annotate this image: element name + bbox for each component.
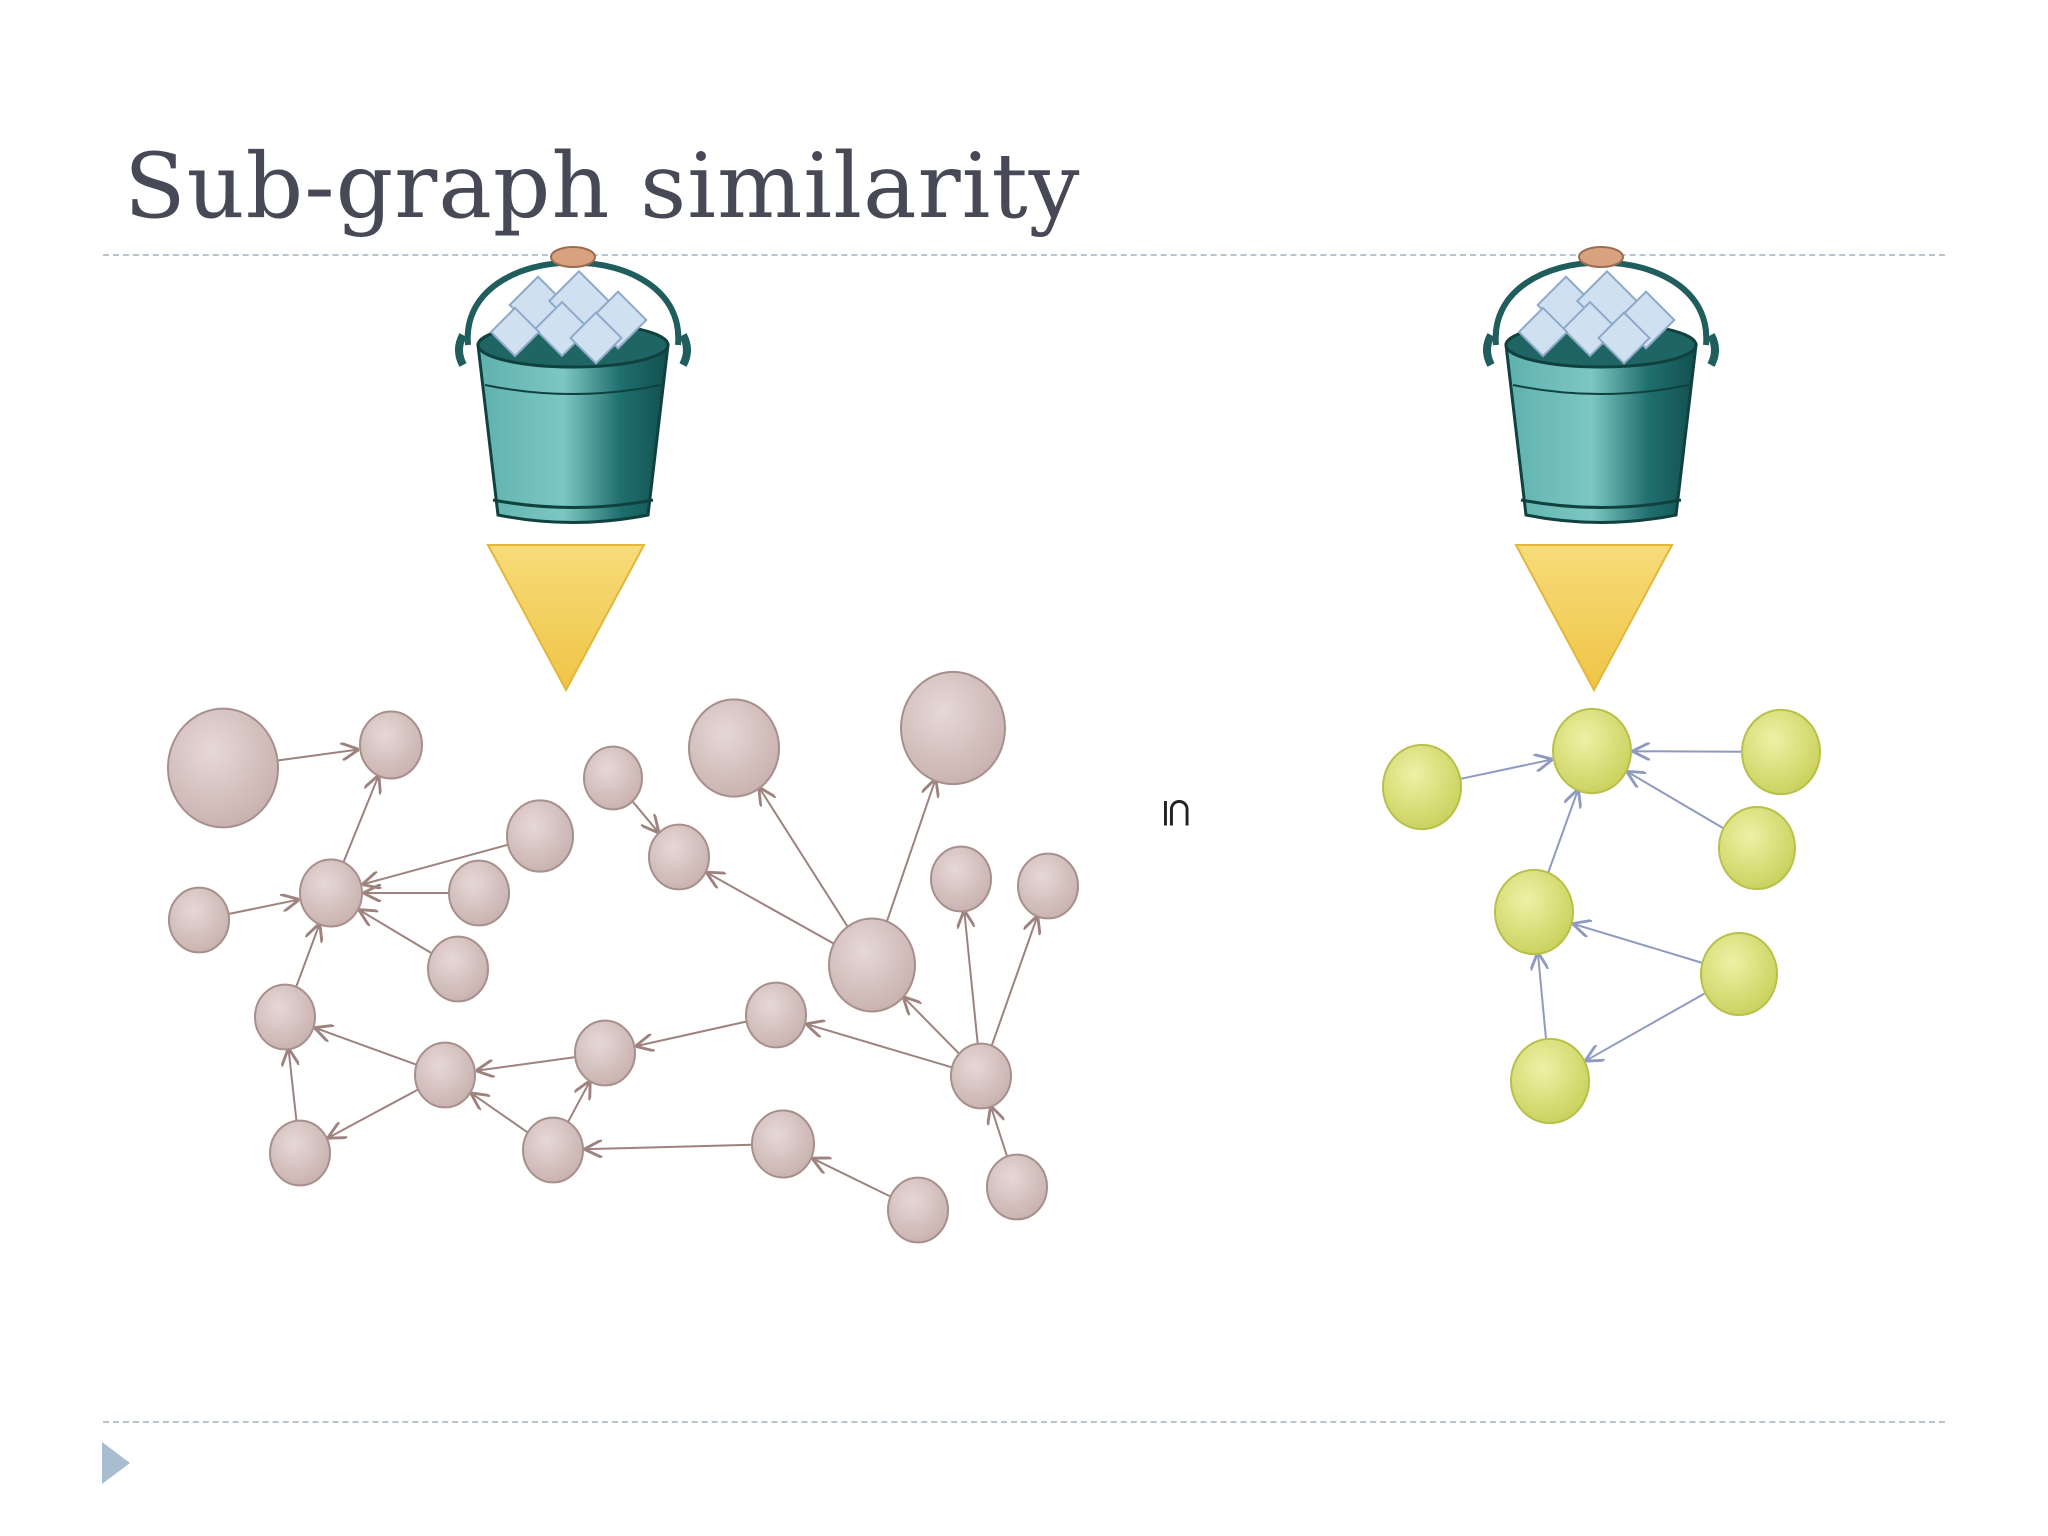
large-graph-node (522, 1116, 584, 1184)
small-graph-node (1382, 743, 1462, 831)
large-graph-edge (708, 873, 835, 945)
large-graph-edge (904, 998, 961, 1056)
large-graph-edge (637, 1020, 747, 1046)
large-graph-node (900, 670, 1006, 786)
large-graph-node (648, 823, 710, 891)
triangle-down-icon (1514, 544, 1674, 693)
small-graph-nodes (1382, 707, 1821, 1125)
large-graph-node (299, 858, 363, 928)
small-graph-edge (1546, 791, 1578, 876)
large-graph-edge (289, 1050, 297, 1124)
bucket-icon (459, 247, 687, 523)
large-graph-edge (294, 925, 319, 990)
small-graph-edge (1587, 991, 1707, 1061)
large-graph-node (986, 1153, 1048, 1221)
large-graph-edge (991, 1107, 1009, 1159)
small-graph-node (1510, 1037, 1590, 1125)
triangle-down-icon (486, 544, 646, 693)
title-divider (103, 254, 1945, 256)
small-graph-edge (1459, 760, 1551, 780)
large-graph-node (828, 917, 916, 1013)
large-graph-node (950, 1042, 1012, 1110)
large-graph-edge (586, 1145, 753, 1149)
small-graph-node (1494, 868, 1574, 956)
large-graph-edges (228, 750, 1037, 1198)
large-graph-edge (808, 1024, 953, 1069)
large-graph-node (168, 886, 230, 954)
small-graph-edge (1634, 751, 1743, 752)
large-graph-node (745, 981, 807, 1049)
large-graph-edge (228, 900, 297, 915)
small-graph-node (1718, 805, 1796, 891)
large-graph-edge (364, 843, 509, 884)
large-graph-node (583, 745, 643, 811)
large-graph-edge (360, 910, 433, 955)
footer-divider (103, 1421, 1945, 1423)
large-graph-edge (964, 912, 979, 1047)
large-graph-edge (341, 777, 379, 865)
large-graph-node (506, 799, 574, 873)
large-graph-node (1017, 852, 1079, 920)
large-graph-node (427, 935, 489, 1003)
large-graph-edge (329, 1088, 420, 1137)
triangle-right-icon[interactable] (102, 1442, 130, 1484)
large-graph-edge (277, 750, 357, 762)
subset-symbol: ⊆ (1153, 796, 1200, 830)
large-graph-edge (990, 917, 1037, 1049)
large-graph-edge (814, 1159, 892, 1198)
large-graph-node (414, 1041, 476, 1109)
small-graph-edges (1459, 751, 1743, 1061)
large-graph-node (887, 1176, 949, 1244)
large-graph-node (574, 1019, 636, 1087)
large-graph-edge (472, 1094, 529, 1134)
large-graph-edge (316, 1028, 418, 1066)
large-graph-node (751, 1109, 815, 1179)
large-graph-edge (566, 1082, 589, 1125)
large-graph-edge (630, 799, 658, 831)
large-graph-edge (760, 789, 850, 930)
page-title: Sub-graph similarity (124, 134, 1081, 239)
large-graph-edge (884, 780, 935, 925)
large-graph-node (688, 698, 780, 798)
large-graph-node (254, 983, 316, 1051)
large-graph-edge (478, 1056, 576, 1070)
large-graph-node (359, 710, 423, 780)
large-graph-nodes (167, 670, 1079, 1244)
large-graph-node (167, 707, 279, 829)
large-graph-node (930, 845, 992, 913)
small-graph-edge (1628, 772, 1725, 830)
small-graph-node (1700, 931, 1778, 1017)
bucket-icon (1487, 247, 1715, 523)
small-graph-edge (1538, 954, 1546, 1043)
small-graph-edge (1574, 924, 1703, 964)
large-graph-node (269, 1119, 331, 1187)
small-graph-node (1552, 707, 1632, 795)
large-graph-node (448, 859, 510, 927)
small-graph-node (1741, 708, 1821, 796)
